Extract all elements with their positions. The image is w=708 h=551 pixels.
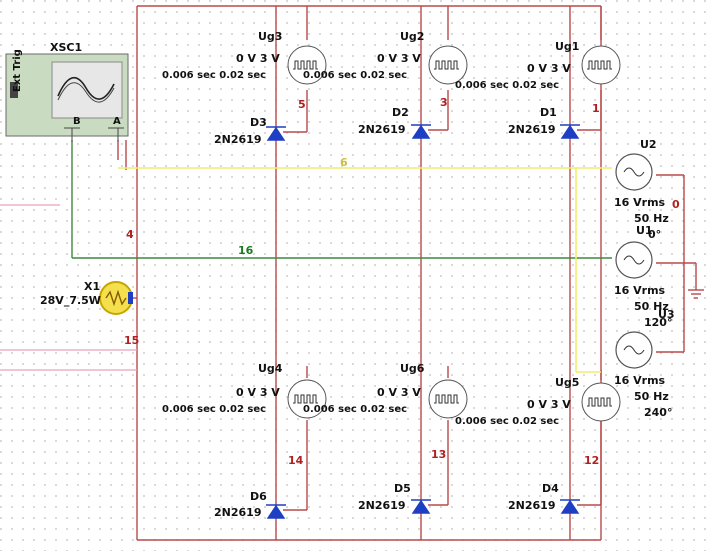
ug2-ref: Ug2	[400, 30, 424, 43]
ug3-value2: 0.006 sec 0.02 sec	[162, 70, 266, 81]
u3-freq: 50 Hz	[634, 390, 669, 403]
ug4-value1: 0 V 3 V	[236, 386, 280, 399]
net-label-13: 13	[431, 448, 446, 461]
ug6-ref: Ug6	[400, 362, 425, 375]
thyristor-d1	[560, 124, 580, 139]
u1-ref: U1	[636, 224, 653, 237]
thyristor-shapes	[266, 124, 580, 519]
ac-source-glyphs	[623, 167, 645, 355]
ug5-ref: Ug5	[555, 376, 579, 389]
u1-phase: 120°	[644, 316, 672, 329]
d3-model: 2N2619	[214, 133, 261, 146]
u1-vrms: 16 Vrms	[614, 284, 666, 297]
net-label-5: 5	[298, 98, 306, 111]
pulse-waveforms	[293, 60, 612, 407]
u2-freq: 50 Hz	[634, 212, 669, 225]
ug6-value1: 0 V 3 V	[377, 386, 421, 399]
ug2-value1: 0 V 3 V	[377, 52, 421, 65]
thyristor-d4	[560, 499, 580, 514]
d1-model: 2N2619	[508, 123, 555, 136]
lamp-x1[interactable]	[99, 281, 133, 315]
ug1-value2: 0.006 sec 0.02 sec	[455, 80, 559, 91]
d3-ref: D3	[250, 116, 267, 129]
ug1-ref: Ug1	[555, 40, 579, 53]
net-label-4: 4	[126, 228, 134, 241]
lamp-value: 28V_7.5W	[40, 294, 101, 307]
u2-vrms: 16 Vrms	[614, 196, 666, 209]
d6-ref: D6	[250, 490, 267, 503]
ug5-value2: 0.006 sec 0.02 sec	[455, 416, 559, 427]
ug4-ref: Ug4	[258, 362, 283, 375]
ug5-value1: 0 V 3 V	[527, 398, 571, 411]
ug1-value1: 0 V 3 V	[527, 62, 571, 75]
thyristor-d3	[266, 126, 286, 141]
lamp-ref: X1	[84, 280, 100, 293]
oscilloscope-terminal-b: B	[73, 116, 81, 127]
wires-yellow	[118, 167, 612, 373]
wires-red	[117, 5, 704, 541]
ug2-value2: 0.006 sec 0.02 sec	[303, 70, 407, 81]
net-label-14: 14	[288, 454, 304, 467]
d2-ref: D2	[392, 106, 409, 119]
net-label-12: 12	[584, 454, 599, 467]
oscilloscope-terminal-a: A	[113, 116, 121, 127]
d5-ref: D5	[394, 482, 411, 495]
u2-phase: 0°	[648, 228, 661, 241]
ug3-value1: 0 V 3 V	[236, 52, 280, 65]
net-label-15: 15	[124, 334, 139, 347]
u2-ref: U2	[640, 138, 657, 151]
oscilloscope-label: XSC1	[50, 41, 82, 54]
u3-ref: U3	[658, 308, 675, 321]
d6-model: 2N2619	[214, 506, 261, 519]
oscilloscope-xsc1[interactable]	[5, 53, 129, 142]
thyristor-d6	[266, 504, 286, 519]
d2-model: 2N2619	[358, 123, 405, 136]
d4-ref: D4	[542, 482, 559, 495]
net-label-1: 1	[592, 102, 600, 115]
d4-model: 2N2619	[508, 499, 555, 512]
u3-vrms: 16 Vrms	[614, 374, 666, 387]
net-label-16: 16	[238, 244, 254, 257]
d1-ref: D1	[540, 106, 557, 119]
net-label-6: 6	[340, 156, 348, 169]
thyristor-d5	[411, 499, 431, 514]
ug3-ref: Ug3	[258, 30, 282, 43]
ug6-value2: 0.006 sec 0.02 sec	[303, 404, 407, 415]
u1-freq: 50 Hz	[634, 300, 669, 313]
oscilloscope-ext-trig: Ext Trig	[12, 49, 23, 92]
net-label-0: 0	[672, 198, 680, 211]
wires-pink	[0, 204, 137, 371]
net-label-3: 3	[440, 96, 448, 109]
wires-green	[71, 140, 612, 259]
d5-model: 2N2619	[358, 499, 405, 512]
u3-phase: 240°	[644, 406, 672, 419]
ug4-value2: 0.006 sec 0.02 sec	[162, 404, 266, 415]
thyristor-d2	[411, 124, 431, 139]
